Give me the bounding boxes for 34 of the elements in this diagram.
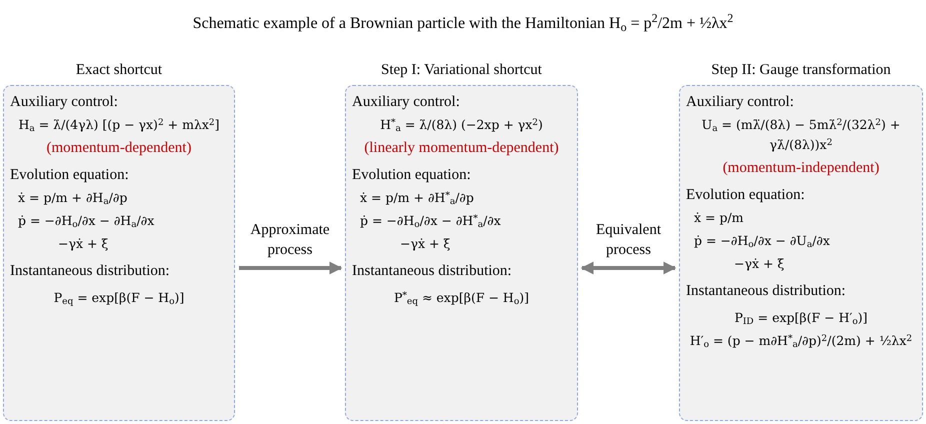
column-heading: Step I: Variational shortcut <box>380 61 543 80</box>
equation: ṗ = −∂H$_{o}$/∂x − ∂U$_{a}$/∂x <box>693 232 831 251</box>
equation: ṗ = −∂H$_{o}$/∂x − ∂H$^{*}$$_{a}$/∂x <box>359 212 502 231</box>
note: (momentum-dependent) <box>46 139 192 158</box>
arrow <box>580 262 676 274</box>
equation: ẋ = p/m <box>693 209 745 227</box>
equation: ẋ = p/m + ∂H$_{a}$/∂p <box>17 189 128 208</box>
arrow <box>239 262 342 274</box>
section-label: Evolution equation: <box>686 186 806 205</box>
column-heading: Step II: Gauge transformation <box>710 61 892 80</box>
equation: −γẋ + ξ <box>733 255 786 273</box>
section-label: Evolution equation: <box>10 166 130 185</box>
section-label: Auxiliary control: <box>352 93 461 112</box>
section-label: Instantaneous distribution: <box>10 262 171 281</box>
equation: −γẋ + ξ <box>57 235 110 253</box>
equation: H′$_{o}$ = (p − m∂H$^{*}$$_{a}$/∂p)$^{2}$/(2m) + ½λx$^{2}$ <box>688 332 914 351</box>
equation: P$_{ID}$ = exp[β(F − H′$_{o}$)] <box>733 309 869 328</box>
column-heading: Exact shortcut <box>74 61 164 80</box>
section-label: Auxiliary control: <box>10 93 119 112</box>
equation: H$^{*}$$_{a}$ = λ̇/(8λ) (−2xp + γx$^{2}$) <box>379 116 544 135</box>
note: (linearly momentum-dependent) <box>363 139 560 158</box>
section-label: Instantaneous distribution: <box>352 262 513 281</box>
section-label: Instantaneous distribution: <box>686 282 847 301</box>
note: (momentum-independent) <box>722 159 880 178</box>
diagram-title: Schematic example of a Brownian particle with the Hamiltonian H$_{o}$ = p$^{2}$/2m + ½λx$^{2}$ <box>192 12 734 36</box>
equation: U$_{a}$ = (mλ̈/(8λ) − 5mλ̇$^{2}$/(32λ$^{2}$) + γλ̇/(8λ))x$^{2}$ <box>700 116 902 154</box>
equation: ẋ = p/m + ∂H$^{*}$$_{a}$/∂p <box>359 189 475 208</box>
equation: P$^{*}$$_{eq}$ ≈ exp[β(F − H$_{o}$)] <box>392 289 530 308</box>
equation: P$_{eq}$ = exp[β(F − H$_{o}$)] <box>52 289 186 308</box>
equation: −γẋ + ξ <box>399 235 452 253</box>
equation: ṗ = −∂H$_{o}$/∂x − ∂H$_{a}$/∂x <box>17 212 156 231</box>
section-label: Evolution equation: <box>352 166 472 185</box>
equation: H$_{a}$ = λ̇/(4γλ) [(p − γx)$^{2}$ + mλx$^{2}$] <box>17 116 221 135</box>
section-label: Auxiliary control: <box>686 93 795 112</box>
